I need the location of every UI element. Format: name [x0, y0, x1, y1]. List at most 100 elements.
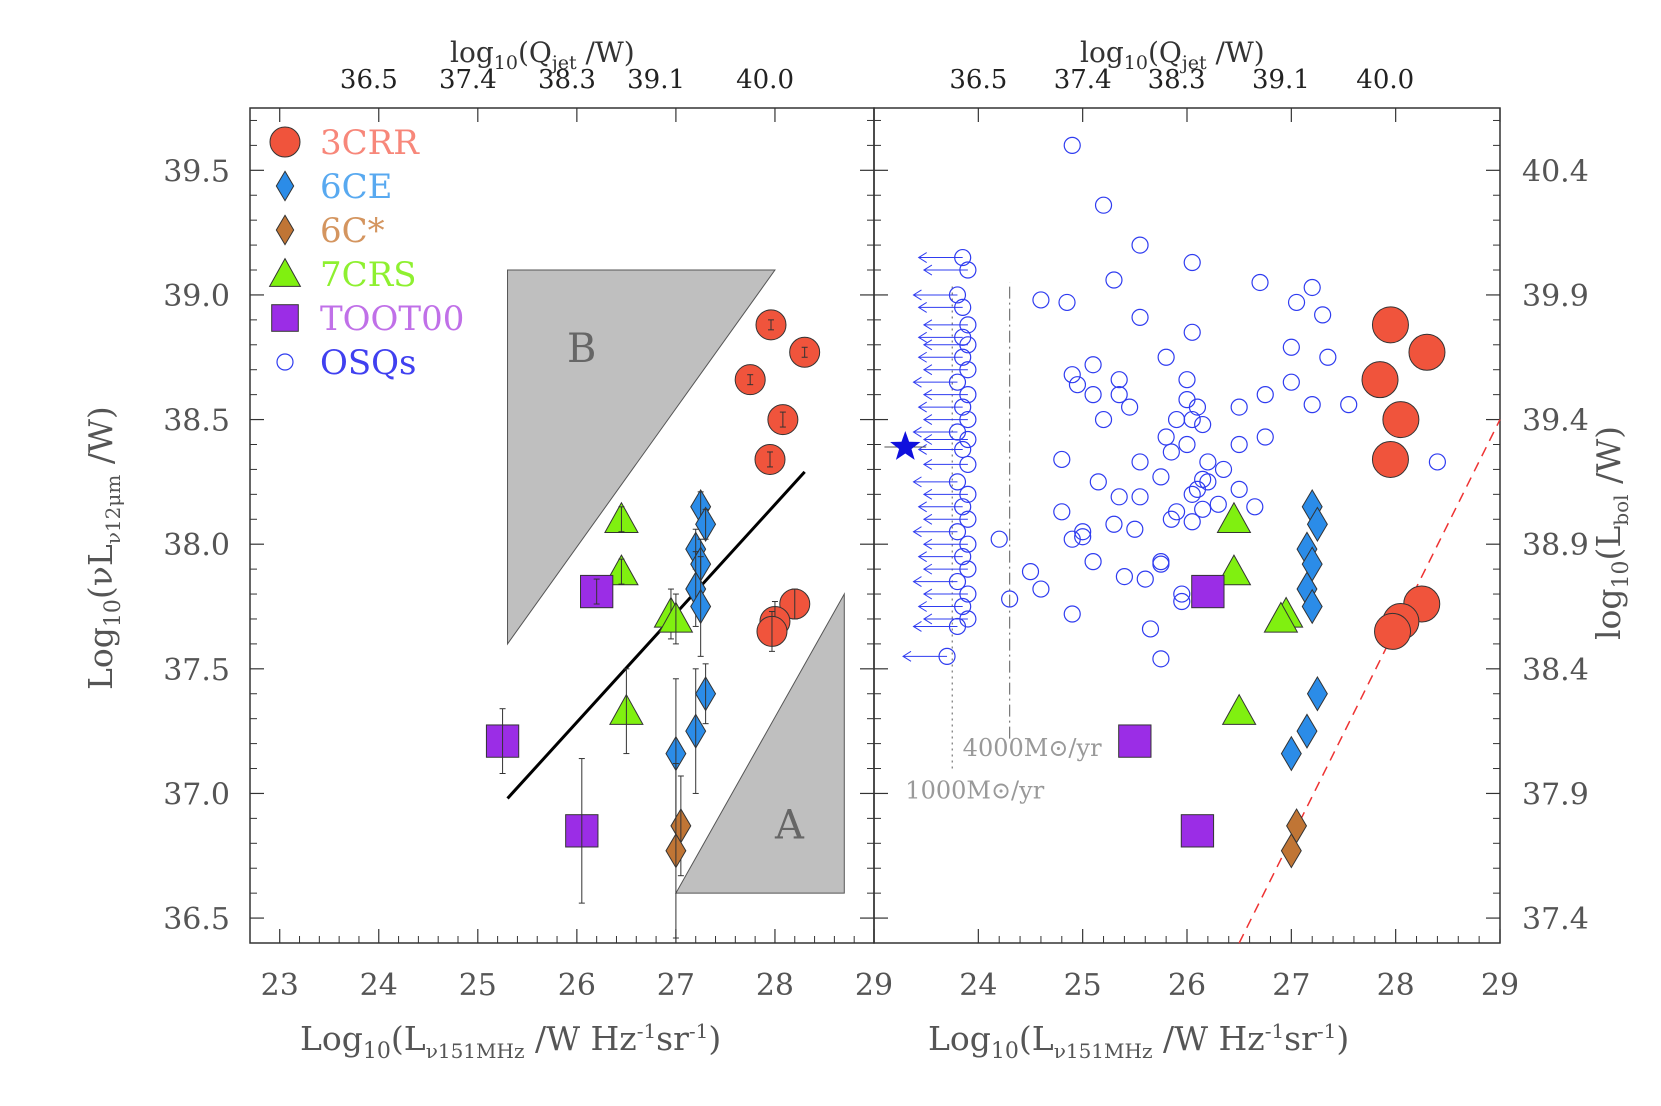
top-tick-label: 38.3 — [538, 65, 596, 95]
right-y-tick-label: 40.4 — [1522, 154, 1589, 189]
x-tick-label: 26 — [1168, 968, 1206, 1003]
legend-marker-6cstar — [275, 214, 295, 246]
osq-point — [1126, 520, 1144, 538]
osq-point — [1105, 271, 1123, 289]
osq-point — [1110, 371, 1128, 389]
legend-label-6ce: 6CE — [320, 167, 392, 207]
x-tick-label: 29 — [1481, 968, 1519, 1003]
osq-point — [1136, 570, 1154, 588]
osq-point — [1214, 460, 1233, 479]
legend-marker-osqs — [276, 353, 294, 371]
osq-point — [1105, 515, 1123, 533]
6ce-point — [1301, 588, 1323, 625]
y-tick-label: 37.5 — [163, 653, 230, 688]
osq-point — [1141, 620, 1160, 638]
upper-limit-arrowhead — [917, 401, 927, 413]
detection-limit-line — [1238, 419, 1501, 944]
upper-limit-arrowhead — [922, 513, 933, 525]
left-top-axis-label: log10(Qjet /W) — [450, 36, 635, 74]
legend-label-6cstar: 6C* — [320, 211, 385, 251]
upper-limit-arrowhead — [922, 389, 933, 401]
toot00-point — [1191, 574, 1225, 609]
right-y-axis-label: log10(Lbol /W) — [1589, 426, 1634, 640]
osq-point — [1063, 530, 1081, 548]
osq-point — [1183, 410, 1201, 429]
right-y-tick-label: 37.4 — [1522, 902, 1589, 937]
upper-limit-arrowhead — [922, 264, 933, 276]
osq-point — [1230, 398, 1248, 416]
osq-point — [1230, 435, 1248, 454]
x-tick-label: 26 — [558, 968, 596, 1003]
osq-point — [1089, 473, 1107, 491]
legend-label-7crs: 7CRS — [320, 255, 417, 295]
right-y-tick-label: 39.9 — [1522, 279, 1589, 314]
osq-point — [1183, 485, 1201, 503]
y-tick-label: 38.0 — [163, 528, 230, 563]
osq-point — [1319, 348, 1337, 366]
upper-limit-arrowhead — [922, 459, 933, 470]
osq-point — [1287, 293, 1306, 312]
top-tick-label: 39.1 — [1252, 65, 1310, 95]
right-y-tick-label: 39.4 — [1522, 404, 1589, 439]
y-tick-label: 39.0 — [163, 279, 230, 314]
x-tick-label: 25 — [459, 968, 497, 1003]
top-tick-label: 37.4 — [439, 65, 497, 95]
osq-point — [1152, 650, 1170, 668]
left-y-axis-label: Log10(νLν12μm /W) — [81, 406, 126, 690]
upper-limit-arrowhead — [917, 501, 927, 513]
osq-point — [1063, 366, 1081, 384]
x-tick-label: 23 — [261, 968, 299, 1003]
upper-limit-arrowhead — [917, 551, 927, 563]
top-tick-label: 40.0 — [736, 65, 794, 95]
legend-marker-3crr — [269, 126, 301, 158]
region-a-label: A — [774, 802, 805, 848]
osq-point — [1001, 590, 1019, 608]
x-tick-label: 24 — [959, 968, 997, 1003]
osq-point — [1152, 468, 1170, 486]
region-a — [675, 592, 845, 894]
3crr-point — [1374, 612, 1412, 650]
osq-point — [1256, 428, 1274, 446]
legend-marker-toot00 — [271, 304, 299, 332]
osq-point — [1053, 503, 1071, 521]
osq-point — [1178, 371, 1196, 389]
y-tick-label: 37.0 — [163, 777, 230, 812]
upper-limit-arrowhead — [917, 331, 927, 343]
right-top-axis-label: log10(Qjet /W) — [1080, 36, 1265, 74]
sfr-1000-label: 1000M⊙/yr — [905, 776, 1044, 804]
upper-limit-arrowhead — [912, 526, 922, 538]
upper-limit-arrowhead — [902, 650, 912, 662]
osq-point — [1199, 473, 1217, 491]
osq-point — [1188, 480, 1207, 498]
upper-limit-arrowhead — [917, 301, 927, 313]
osq-point — [1084, 356, 1102, 374]
6ce-point — [1306, 675, 1328, 712]
osq-point — [1032, 580, 1050, 598]
fit-line — [506, 470, 806, 800]
osq-point — [1094, 410, 1113, 429]
right-y-tick-label: 38.4 — [1522, 653, 1589, 688]
upper-limit-arrowhead — [912, 621, 922, 632]
top-tick-label: 38.3 — [1148, 65, 1206, 95]
osq-point — [1173, 585, 1191, 603]
upper-limit-arrowhead — [912, 376, 922, 388]
osq-point — [1183, 323, 1201, 341]
osq-point — [1063, 136, 1081, 154]
legend-label-3crr: 3CRR — [320, 123, 420, 163]
3crr-point — [1382, 401, 1420, 439]
upper-limit-arrowhead — [922, 319, 933, 331]
x-tick-label: 29 — [855, 968, 893, 1003]
osq-point — [1340, 396, 1358, 414]
osq-point — [1131, 453, 1149, 471]
upper-limit-arrowhead — [922, 339, 933, 351]
osq-point — [1110, 488, 1128, 506]
x-tick-label: 28 — [756, 968, 794, 1003]
upper-limit-arrowhead — [912, 476, 922, 488]
osq-point — [1183, 513, 1201, 531]
osq-point — [1131, 308, 1149, 326]
x-tick-label: 27 — [1272, 968, 1310, 1003]
right-y-tick-label: 38.9 — [1522, 528, 1589, 563]
upper-limit-arrowhead — [922, 488, 933, 500]
